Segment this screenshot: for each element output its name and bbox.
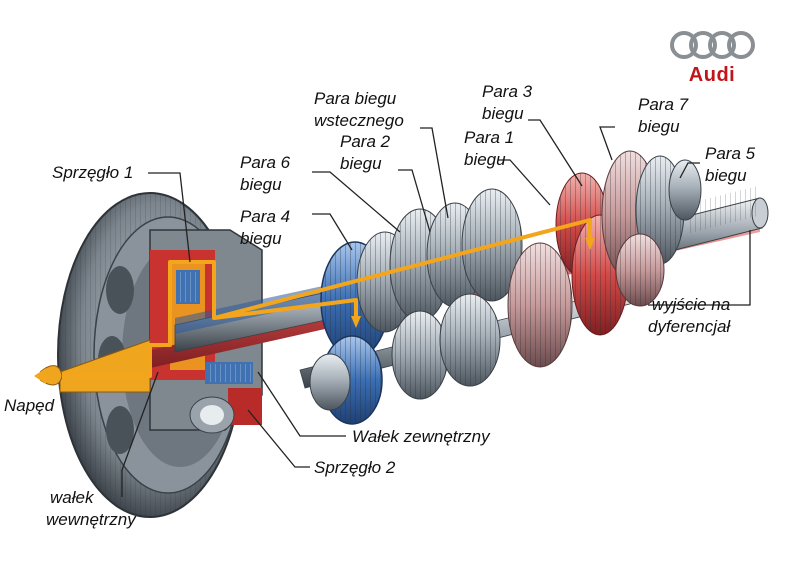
label-para-5-biegu: biegu: [705, 166, 747, 185]
flow-arrowheads: [34, 238, 595, 384]
label-para-4-biegu: biegu: [240, 229, 282, 248]
label-sprzeglo-2: Sprzęgło 2: [314, 457, 395, 479]
label-naped: Napęd: [4, 395, 54, 417]
label-para-4-word: Para: [240, 207, 276, 226]
flow-arrowhead-drive: [34, 368, 46, 384]
audi-wordmark: Audi: [688, 64, 736, 86]
label-para-5-number: 5: [745, 144, 756, 163]
label-para-3-word: Para: [482, 82, 518, 101]
label-para-5-word: Para: [705, 144, 741, 163]
label-walek-zewnetrzny-text: Wałek zewnętrzny: [352, 427, 490, 446]
label-para-7-biegu: biegu: [638, 117, 680, 136]
label-para-3-line1: Para 3: [482, 81, 556, 103]
label-para-7: Para 7 biegu: [638, 94, 712, 138]
label-para-4-number: 4: [280, 207, 291, 226]
label-wyjscie-na-dyferencjal: wyjście na dyferencjał: [648, 294, 730, 338]
label-para-wstecznego-word: Para: [314, 89, 350, 108]
label-sprzeglo-1: Sprzęgło 1: [52, 162, 133, 184]
audi-logo: Audi: [668, 28, 760, 88]
gear-pair-2-reverse-1: [389, 188, 523, 400]
label-walek-wewnetrzny: wałek wewnętrzny: [46, 487, 136, 531]
label-para-2-biegu: biegu: [340, 154, 382, 173]
label-para-3: Para 3 biegu: [482, 81, 556, 125]
label-para-7-number: 7: [678, 95, 689, 114]
label-para-7-line1: Para 7: [638, 94, 712, 116]
label-sprzeglo-2-text: Sprzęgło 2: [314, 458, 396, 477]
label-para-wstecznego-biegu: biegu: [354, 89, 397, 108]
label-para-4: Para 4 biegu: [240, 206, 312, 250]
label-para-wstecznego-wstecznego: wstecznego: [314, 111, 404, 130]
flow-arrowhead-gear6: [351, 316, 361, 328]
label-para-wstecznego-line1: Para biegu: [314, 88, 422, 110]
label-para-2-number: 2: [380, 132, 391, 151]
label-wyjscie-line2: dyferencjał: [648, 317, 731, 336]
label-para-5: Para 5 biegu: [705, 143, 779, 187]
label-sprzeglo-1-text: Sprzęgło 1: [52, 163, 134, 182]
label-para-3-number: 3: [522, 82, 533, 101]
label-para-6-biegu: biegu: [240, 175, 282, 194]
label-para-2: Para 2 biegu: [340, 131, 412, 175]
label-wyjscie-line1: wyjście na: [651, 295, 731, 314]
audi-rings-icon: [670, 31, 755, 59]
gear-pair-3-7-5: [507, 150, 702, 368]
label-walek-zewnetrzny: Wałek zewnętrzny: [352, 426, 490, 448]
label-para-1-number: 1: [504, 128, 515, 147]
label-para-1-line1: Para 1: [464, 127, 536, 149]
label-walek-wewnetrzny-line1: wałek: [50, 488, 94, 507]
label-para-1-word: Para: [464, 128, 500, 147]
label-para-3-biegu: biegu: [482, 104, 524, 123]
label-para-6-word: Para: [240, 153, 276, 172]
label-para-1-biegu: biegu: [464, 150, 506, 169]
label-para-5-line1: Para 5: [705, 143, 779, 165]
power-flow-arrow: [62, 218, 592, 378]
label-para-2-line1: Para 2: [340, 131, 412, 153]
label-para-2-word: Para: [340, 132, 376, 151]
flow-arrowhead-gear7: [585, 238, 595, 250]
label-para-6-line1: Para 6: [240, 152, 312, 174]
leader-lines: [121, 119, 751, 497]
label-walek-wewnetrzny-line2: wewnętrzny: [46, 510, 136, 529]
label-naped-text: Napęd: [4, 396, 55, 415]
label-para-6-number: 6: [280, 153, 291, 172]
label-para-6: Para 6 biegu: [240, 152, 312, 196]
label-para-1: Para 1 biegu: [464, 127, 536, 171]
label-para-7-word: Para: [638, 95, 674, 114]
label-para-wstecznego: Para biegu wstecznego: [314, 88, 422, 132]
label-para-4-line1: Para 4: [240, 206, 312, 228]
